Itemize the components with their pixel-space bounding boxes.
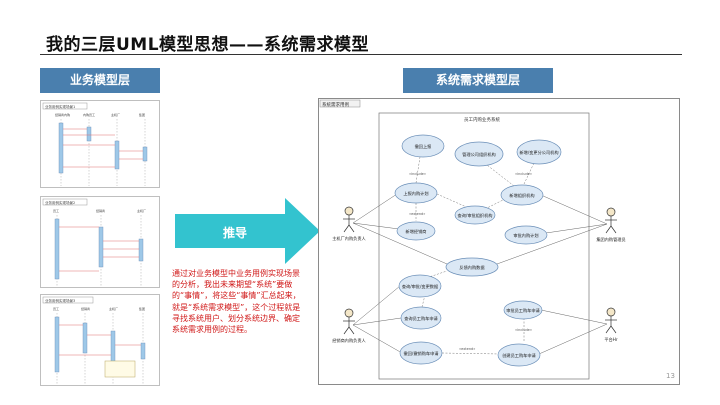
relation-label-1: «include» (409, 172, 426, 176)
use-case-9 (445, 257, 499, 277)
derive-arrow (175, 198, 320, 264)
actor-a-figure (343, 206, 355, 233)
use-case-8-label: 审批内购计划 (513, 232, 538, 239)
sequence-thumbnail-1: 业务用例实现场景1 经销商内购 内购员工 主机厂 集团 (40, 100, 160, 188)
actor-d-figure (605, 307, 617, 334)
use-case-1 (401, 134, 445, 158)
actor-c-figure (605, 207, 617, 234)
thumb3-lifeline-1: 员工 (53, 307, 59, 311)
thumb1-lifeline-3: 主机厂 (111, 112, 120, 117)
thumb2-lifeline-3: 主机厂 (137, 208, 146, 213)
uc-frame-label: 系统需求用例 (322, 101, 349, 108)
use-case-8 (504, 225, 548, 245)
thumb1-title: 业务用例实现场景1 (45, 104, 75, 109)
derive-arrow-label: 推导 (222, 226, 247, 240)
derivation-description: 通过对业务模型中业务用例实现场景的分析，我出未来期望“系统”要做的“事情”，将这… (172, 269, 301, 335)
thumb2-lifeline-1: 员工 (53, 209, 59, 213)
relation-label-2: «extend» (409, 212, 425, 216)
use-case-5-label: 查询/审批组织机构 (458, 212, 493, 219)
relation-label-3: «include» (515, 172, 532, 176)
derive-arrow-shape (175, 198, 320, 264)
thumb1-lifeline-1: 经销商内购 (55, 112, 70, 117)
use-case-9-label: 反馈内购数据 (459, 264, 484, 271)
use-case-7 (396, 221, 436, 241)
sequence-thumbnail-2: 业务用例实现场景2 员工 经销商 主机厂 (40, 196, 160, 288)
relation-label-4: «include» (515, 328, 532, 332)
use-case-14 (497, 343, 541, 367)
thumb3-title: 业务用例实现场景3 (45, 298, 75, 303)
use-case-3-label: 新增/变更分公司机构 (519, 149, 558, 156)
system-boundary (378, 112, 590, 380)
business-model-tag: 业务模型层 (40, 68, 160, 93)
use-case-11 (503, 300, 543, 320)
use-case-10 (398, 274, 442, 298)
page-title: 我的三层UML模型思想——系统需求模型 (46, 35, 370, 55)
system-model-tag: 系统需求模型层 (403, 68, 553, 93)
thumb1-frame-label (42, 102, 88, 110)
use-case-12 (400, 306, 442, 330)
use-case-3 (516, 139, 562, 165)
use-case-diagram: 系统需求用例 员工内购业务系统 (318, 98, 680, 385)
title-divider (40, 54, 682, 55)
use-case-10-label: 查询/审批/变更数据 (402, 283, 438, 290)
use-case-7-label: 新增经销商 (406, 228, 427, 235)
use-case-1-label: 撤回上报 (415, 143, 433, 150)
use-case-6-label: 新增组织机构 (509, 192, 534, 199)
actor-b-figure (343, 308, 355, 335)
actor-d-label: 平台Hr (604, 336, 618, 343)
system-boundary-label: 员工内购业务系统 (464, 116, 500, 123)
actor-a-label: 主机厂内购负责人 (332, 235, 366, 242)
actor-b-label: 经销商内购负责人 (332, 337, 366, 344)
thumb1-lifeline-2: 内购员工 (83, 112, 95, 117)
use-case-2 (454, 141, 504, 167)
use-case-5 (454, 205, 496, 225)
use-case-4-label: 上报内购计划 (403, 190, 428, 197)
use-case-4 (394, 182, 438, 204)
use-case-13 (399, 341, 443, 365)
thumb1-lifeline-4: 集团 (139, 112, 145, 117)
actor-c-label: 集团内购管理员 (596, 236, 625, 243)
thumb3-lifeline-2: 经销商 (81, 306, 90, 311)
page-number: 13 (666, 372, 675, 380)
use-case-6 (500, 184, 544, 206)
use-case-11-label: 审批员工购车申请 (506, 307, 540, 314)
use-case-12-label: 查询员工购车申请 (404, 315, 438, 322)
thumb3-lifeline-3: 主机厂 (109, 306, 118, 311)
thumb3-lifeline-4: 集团 (139, 306, 145, 311)
relation-label-5: «extend» (459, 347, 475, 351)
thumb2-title: 业务用例实现场景2 (45, 200, 75, 205)
use-case-13-label: 撤回/撤销购车申请 (404, 350, 439, 357)
use-case-2-label: 管理公司组织机构 (462, 151, 496, 158)
use-case-14-label: 创建员工购车申请 (502, 352, 536, 359)
sequence-thumbnail-3: 业务用例实现场景3 员工 经销商 主机厂 集团 (40, 294, 160, 386)
thumb2-lifeline-2: 经销商 (96, 208, 105, 213)
